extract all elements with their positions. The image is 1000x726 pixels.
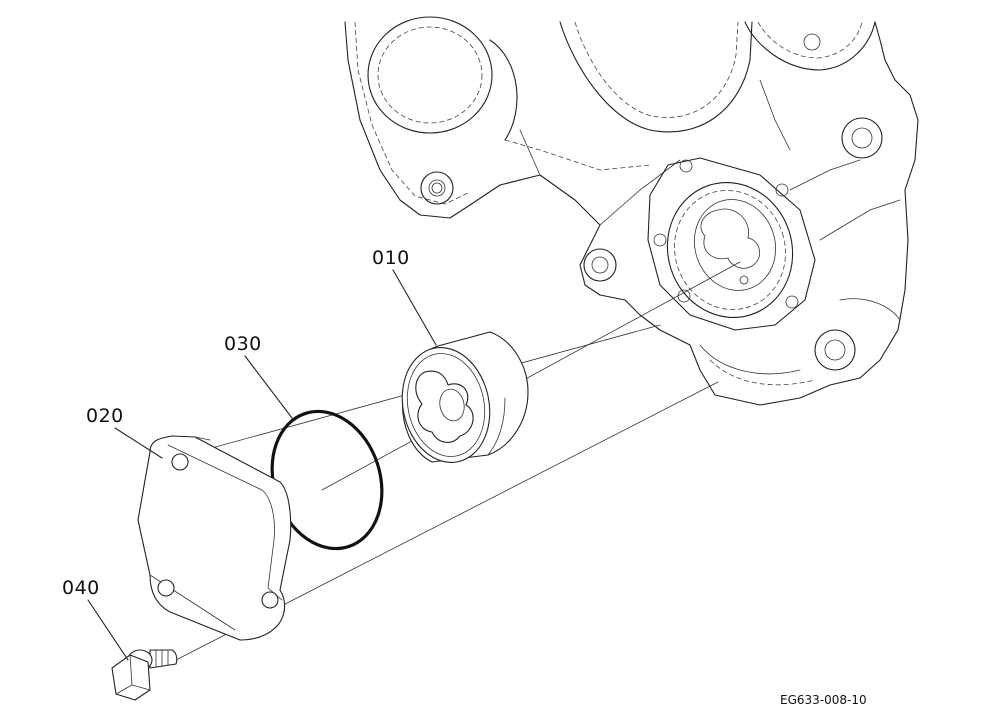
leader-lines: [87, 269, 437, 661]
part-label-010: 010: [372, 247, 410, 269]
pump-cover: [137, 435, 292, 641]
part-label-020: 020: [86, 405, 124, 427]
gear-case-housing: [344, 16, 919, 406]
part-label-040: 040: [62, 577, 100, 599]
oil-pump-rotor: [401, 331, 529, 463]
drawing-code: EG633-008-10: [780, 693, 867, 707]
part-label-030: 030: [224, 333, 262, 355]
bolt: [111, 649, 178, 701]
